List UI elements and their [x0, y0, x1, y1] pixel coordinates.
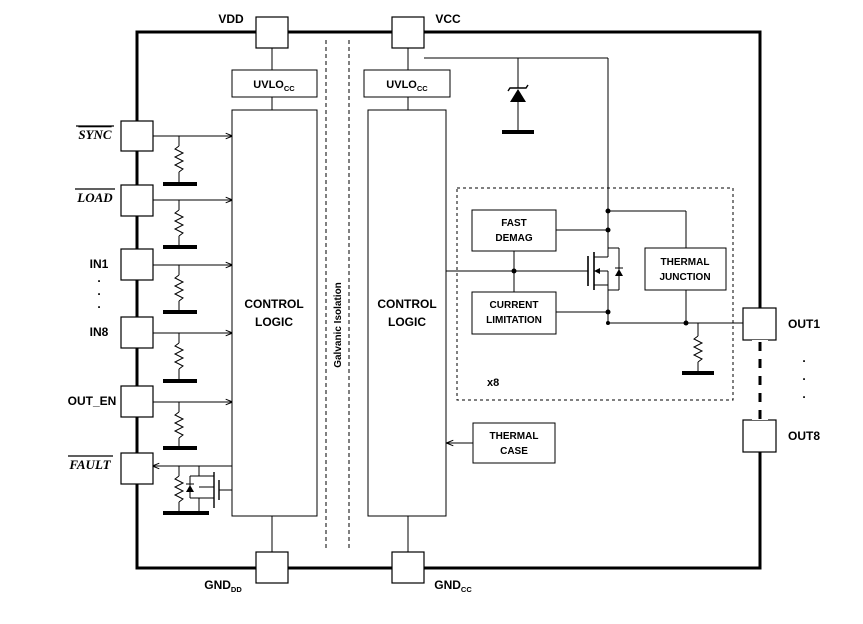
in1-label: IN1 — [90, 257, 109, 271]
vdd-pin — [255, 16, 289, 49]
ellipsis-dot-right-3: . — [802, 387, 805, 401]
load-label: LOAD — [76, 190, 113, 205]
thermal-junction-line2: JUNCTION — [659, 272, 710, 283]
fast-demag-line2: DEMAG — [495, 233, 532, 244]
gnd-dd-pin — [255, 551, 289, 584]
thermal-case-box — [472, 422, 556, 464]
out1-pin — [742, 307, 777, 341]
vcc-clamp — [424, 57, 608, 134]
out1-label: OUT1 — [788, 317, 820, 331]
in1-pin-group — [120, 248, 232, 314]
uvlo-left-box — [231, 69, 318, 98]
ellipsis-dot-right-1: . — [802, 351, 805, 365]
in8-label: IN8 — [90, 325, 109, 339]
current-limitation-box — [471, 291, 557, 335]
control-logic-left-line2: LOGIC — [255, 315, 293, 329]
uvlo-right-label: UVLOCC — [386, 79, 428, 93]
out-en-pin-group — [120, 385, 232, 450]
control-logic-right-box — [367, 109, 447, 517]
out8-label: OUT8 — [788, 429, 820, 443]
ellipsis-dot-left-3: . — [97, 297, 100, 311]
ellipsis-dot-left-1: . — [97, 271, 100, 285]
current-limitation-line1: CURRENT — [490, 300, 539, 311]
gnd-cc-label: GNDCC — [434, 578, 472, 594]
sync-label: SYNC — [78, 127, 112, 142]
in8-pin-group — [120, 316, 232, 383]
vcc-label: VCC — [435, 12, 461, 26]
thermal-junction-line1: THERMAL — [661, 257, 710, 268]
output-pulldown — [682, 323, 714, 375]
fast-demag-line1: FAST — [501, 218, 527, 229]
channel-box — [456, 187, 734, 401]
chip-outline — [135, 30, 762, 570]
power-mosfet — [587, 247, 623, 323]
ellipsis-dot-left-2: . — [97, 284, 100, 298]
vdd-label: VDD — [218, 12, 244, 26]
fault-pin-group — [120, 452, 232, 515]
thermal-case-line1: THERMAL — [490, 431, 539, 442]
uvlo-right-box — [363, 69, 451, 98]
current-limitation-line2: LIMITATION — [486, 315, 542, 326]
out-en-label: OUT_EN — [68, 394, 117, 408]
out8-pin — [742, 419, 777, 453]
control-logic-right-line2: LOGIC — [388, 315, 426, 329]
load-pin-group — [120, 184, 232, 249]
fault-label: FAULT — [68, 457, 111, 472]
uvlo-left-label: UVLOCC — [253, 79, 295, 93]
fast-demag-box — [471, 209, 557, 252]
ellipsis-dot-right-2: . — [802, 369, 805, 383]
channel-count-label: x8 — [487, 377, 499, 389]
gnd-cc-pin — [391, 551, 425, 584]
gnd-dd-label: GNDDD — [204, 578, 242, 594]
vcc-pin — [391, 16, 425, 49]
sync-pin-group — [120, 120, 232, 186]
control-logic-left-line1: CONTROL — [244, 297, 303, 311]
galvanic-isolation-label: Galvanic Isolation — [333, 282, 344, 368]
control-logic-left-box — [231, 109, 318, 517]
thermal-case-line2: CASE — [500, 446, 528, 457]
control-logic-right-line1: CONTROL — [377, 297, 436, 311]
thermal-junction-box — [644, 247, 727, 291]
